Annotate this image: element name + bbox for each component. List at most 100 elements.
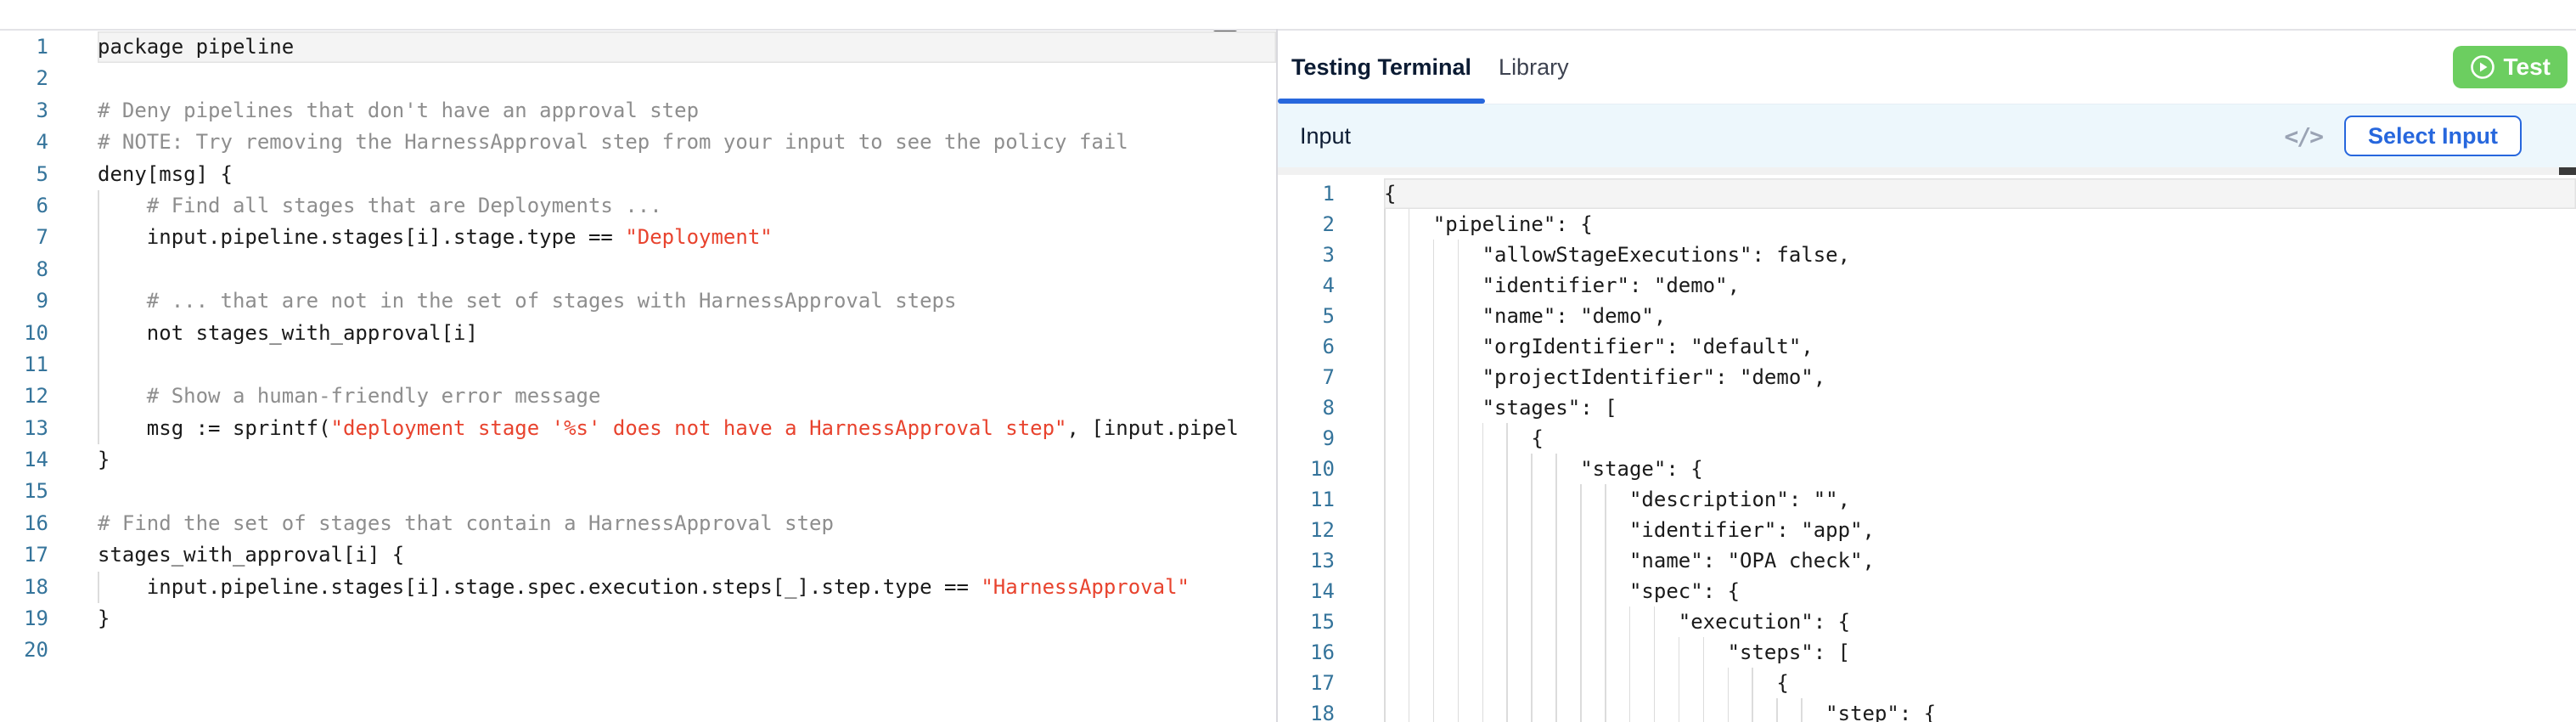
code-line-content[interactable]: "execution": { — [1384, 606, 2576, 637]
code-line-content[interactable]: "stage": { — [1384, 454, 2576, 484]
code-line-content[interactable]: "projectIdentifier": "demo", — [1384, 362, 2576, 392]
code-line-content[interactable]: "step": { — [1384, 698, 2576, 722]
code-segment: stages_with_approval[i] { — [98, 543, 405, 567]
code-line-content[interactable]: input.pipeline.stages[i].stage.spec.exec… — [98, 571, 1276, 604]
line-number: 6 — [36, 193, 48, 217]
indent-guide — [1531, 606, 1533, 637]
line-number: 9 — [36, 289, 48, 313]
indent-guide — [1605, 606, 1606, 637]
code-line-content[interactable]: # Find the set of stages that contain a … — [98, 508, 1276, 539]
code-line-content[interactable]: # Deny pipelines that don't have an appr… — [98, 95, 1276, 127]
code-line-content[interactable]: "spec": { — [1384, 576, 2576, 606]
code-segment: "allowStageExecutions": false, — [1384, 243, 1851, 267]
tab-label: Testing Terminal — [1291, 54, 1472, 80]
indent-guide — [1408, 209, 1410, 240]
indent-guide — [1605, 576, 1606, 606]
indent-guide — [1432, 392, 1435, 423]
indent-guide — [1506, 637, 1508, 668]
code-line-content[interactable] — [98, 63, 1276, 94]
line-number: 12 — [24, 384, 48, 409]
code-line: 5 "name": "demo", — [1278, 301, 2576, 331]
panel-splitter[interactable] — [1276, 29, 1278, 722]
code-line-content[interactable] — [98, 635, 1276, 666]
indent-guide — [1628, 637, 1631, 668]
code-line-content[interactable]: "name": "demo", — [1384, 301, 2576, 331]
code-segment: { — [1384, 671, 1789, 695]
indent-guide — [1457, 331, 1460, 362]
code-line-content[interactable]: not stages_with_approval[i] — [98, 317, 1276, 349]
indent-guide — [1580, 545, 1582, 576]
indent-guide — [1432, 484, 1435, 515]
line-number: 9 — [1322, 426, 1335, 450]
indent-guide — [1408, 668, 1410, 698]
code-view-icon[interactable]: </> — [2284, 121, 2324, 150]
indent-guide — [1432, 270, 1435, 301]
indent-guide — [1628, 698, 1631, 722]
code-line-content[interactable]: stages_with_approval[i] { — [98, 539, 1276, 571]
indent-guide — [1555, 637, 1557, 668]
indent-guide — [1384, 362, 1386, 392]
indent-guide — [1605, 668, 1606, 698]
code-line-content[interactable]: "stages": [ — [1384, 392, 2576, 423]
code-segment: "execution": { — [1384, 610, 1851, 634]
code-line-content[interactable]: # NOTE: Try removing the HarnessApproval… — [98, 127, 1276, 158]
code-line-content[interactable]: deny[msg] { — [98, 159, 1276, 190]
code-segment: { — [1384, 182, 1397, 206]
code-line-content[interactable]: "orgIdentifier": "default", — [1384, 331, 2576, 362]
tab-testing-terminal[interactable]: Testing Terminal — [1278, 31, 1486, 104]
code-line-content[interactable]: } — [98, 603, 1276, 635]
code-segment: { — [1384, 426, 1544, 450]
code-line-content[interactable]: "pipeline": { — [1384, 209, 2576, 240]
code-segment: "projectIdentifier": "demo", — [1384, 365, 1826, 389]
code-line-content[interactable]: input.pipeline.stages[i].stage.type == "… — [98, 222, 1276, 254]
code-line-content[interactable]: } — [98, 444, 1276, 476]
code-line-content[interactable]: "steps": [ — [1384, 637, 2576, 668]
code-line-content[interactable]: "identifier": "demo", — [1384, 270, 2576, 301]
code-line: 1{ — [1278, 178, 2576, 209]
code-line-content[interactable]: { — [1384, 423, 2576, 454]
code-line: 8 — [0, 253, 1276, 286]
code-line-content[interactable]: package pipeline — [98, 31, 1276, 64]
indent-guide — [1727, 698, 1730, 722]
tab-library[interactable]: Library — [1485, 31, 1583, 104]
code-line-content[interactable]: { — [1384, 178, 2576, 209]
line-number: 13 — [24, 415, 48, 440]
code-line-content[interactable] — [98, 253, 1276, 286]
code-line-content[interactable] — [98, 476, 1276, 507]
input-toolbar: Input </> Select Input — [1278, 104, 2576, 167]
code-line-content[interactable]: "name": "OPA check", — [1384, 545, 2576, 576]
indent-guide — [1482, 698, 1484, 722]
code-line: 3# Deny pipelines that don't have an app… — [0, 95, 1276, 127]
indent-guide — [1384, 576, 1386, 606]
code-segment: # Find all stages that are Deployments .… — [98, 193, 662, 217]
indent-guide — [1531, 668, 1533, 698]
code-line-content[interactable]: { — [1384, 668, 2576, 698]
code-line-content[interactable] — [98, 348, 1276, 381]
indent-guide — [1432, 668, 1435, 698]
code-line-content[interactable]: msg := sprintf("deployment stage '%s' do… — [98, 412, 1276, 445]
code-line-content[interactable]: # Find all stages that are Deployments .… — [98, 189, 1276, 223]
code-line: 9 { — [1278, 423, 2576, 454]
indent-guide — [1555, 576, 1557, 606]
scrollbar-track[interactable] — [1278, 167, 2576, 175]
code-line-content[interactable]: "allowStageExecutions": false, — [1384, 240, 2576, 270]
indent-guide — [1580, 637, 1582, 668]
indent-guide — [1408, 576, 1410, 606]
indent-guide — [1432, 454, 1435, 484]
code-line-content[interactable]: "description": "", — [1384, 484, 2576, 515]
code-line: 6 "orgIdentifier": "default", — [1278, 331, 2576, 362]
indent-guide — [1408, 301, 1410, 331]
indent-guide — [1506, 454, 1508, 484]
code-line-content[interactable]: "identifier": "app", — [1384, 515, 2576, 545]
test-button[interactable]: Test — [2452, 46, 2568, 88]
code-line-content[interactable]: # ... that are not in the set of stages … — [98, 285, 1276, 318]
scrollbar-thumb[interactable] — [2559, 167, 2576, 175]
select-input-button[interactable]: Select Input — [2343, 116, 2522, 156]
code-line: 6 # Find all stages that are Deployments… — [0, 189, 1276, 223]
code-line-content[interactable]: # Show a human-friendly error message — [98, 381, 1276, 413]
indent-guide — [1432, 606, 1435, 637]
code-line: 7 input.pipeline.stages[i].stage.type ==… — [0, 222, 1276, 254]
input-json-editor[interactable]: 1{2 "pipeline": {3 "allowStageExecutions… — [1278, 175, 2576, 722]
